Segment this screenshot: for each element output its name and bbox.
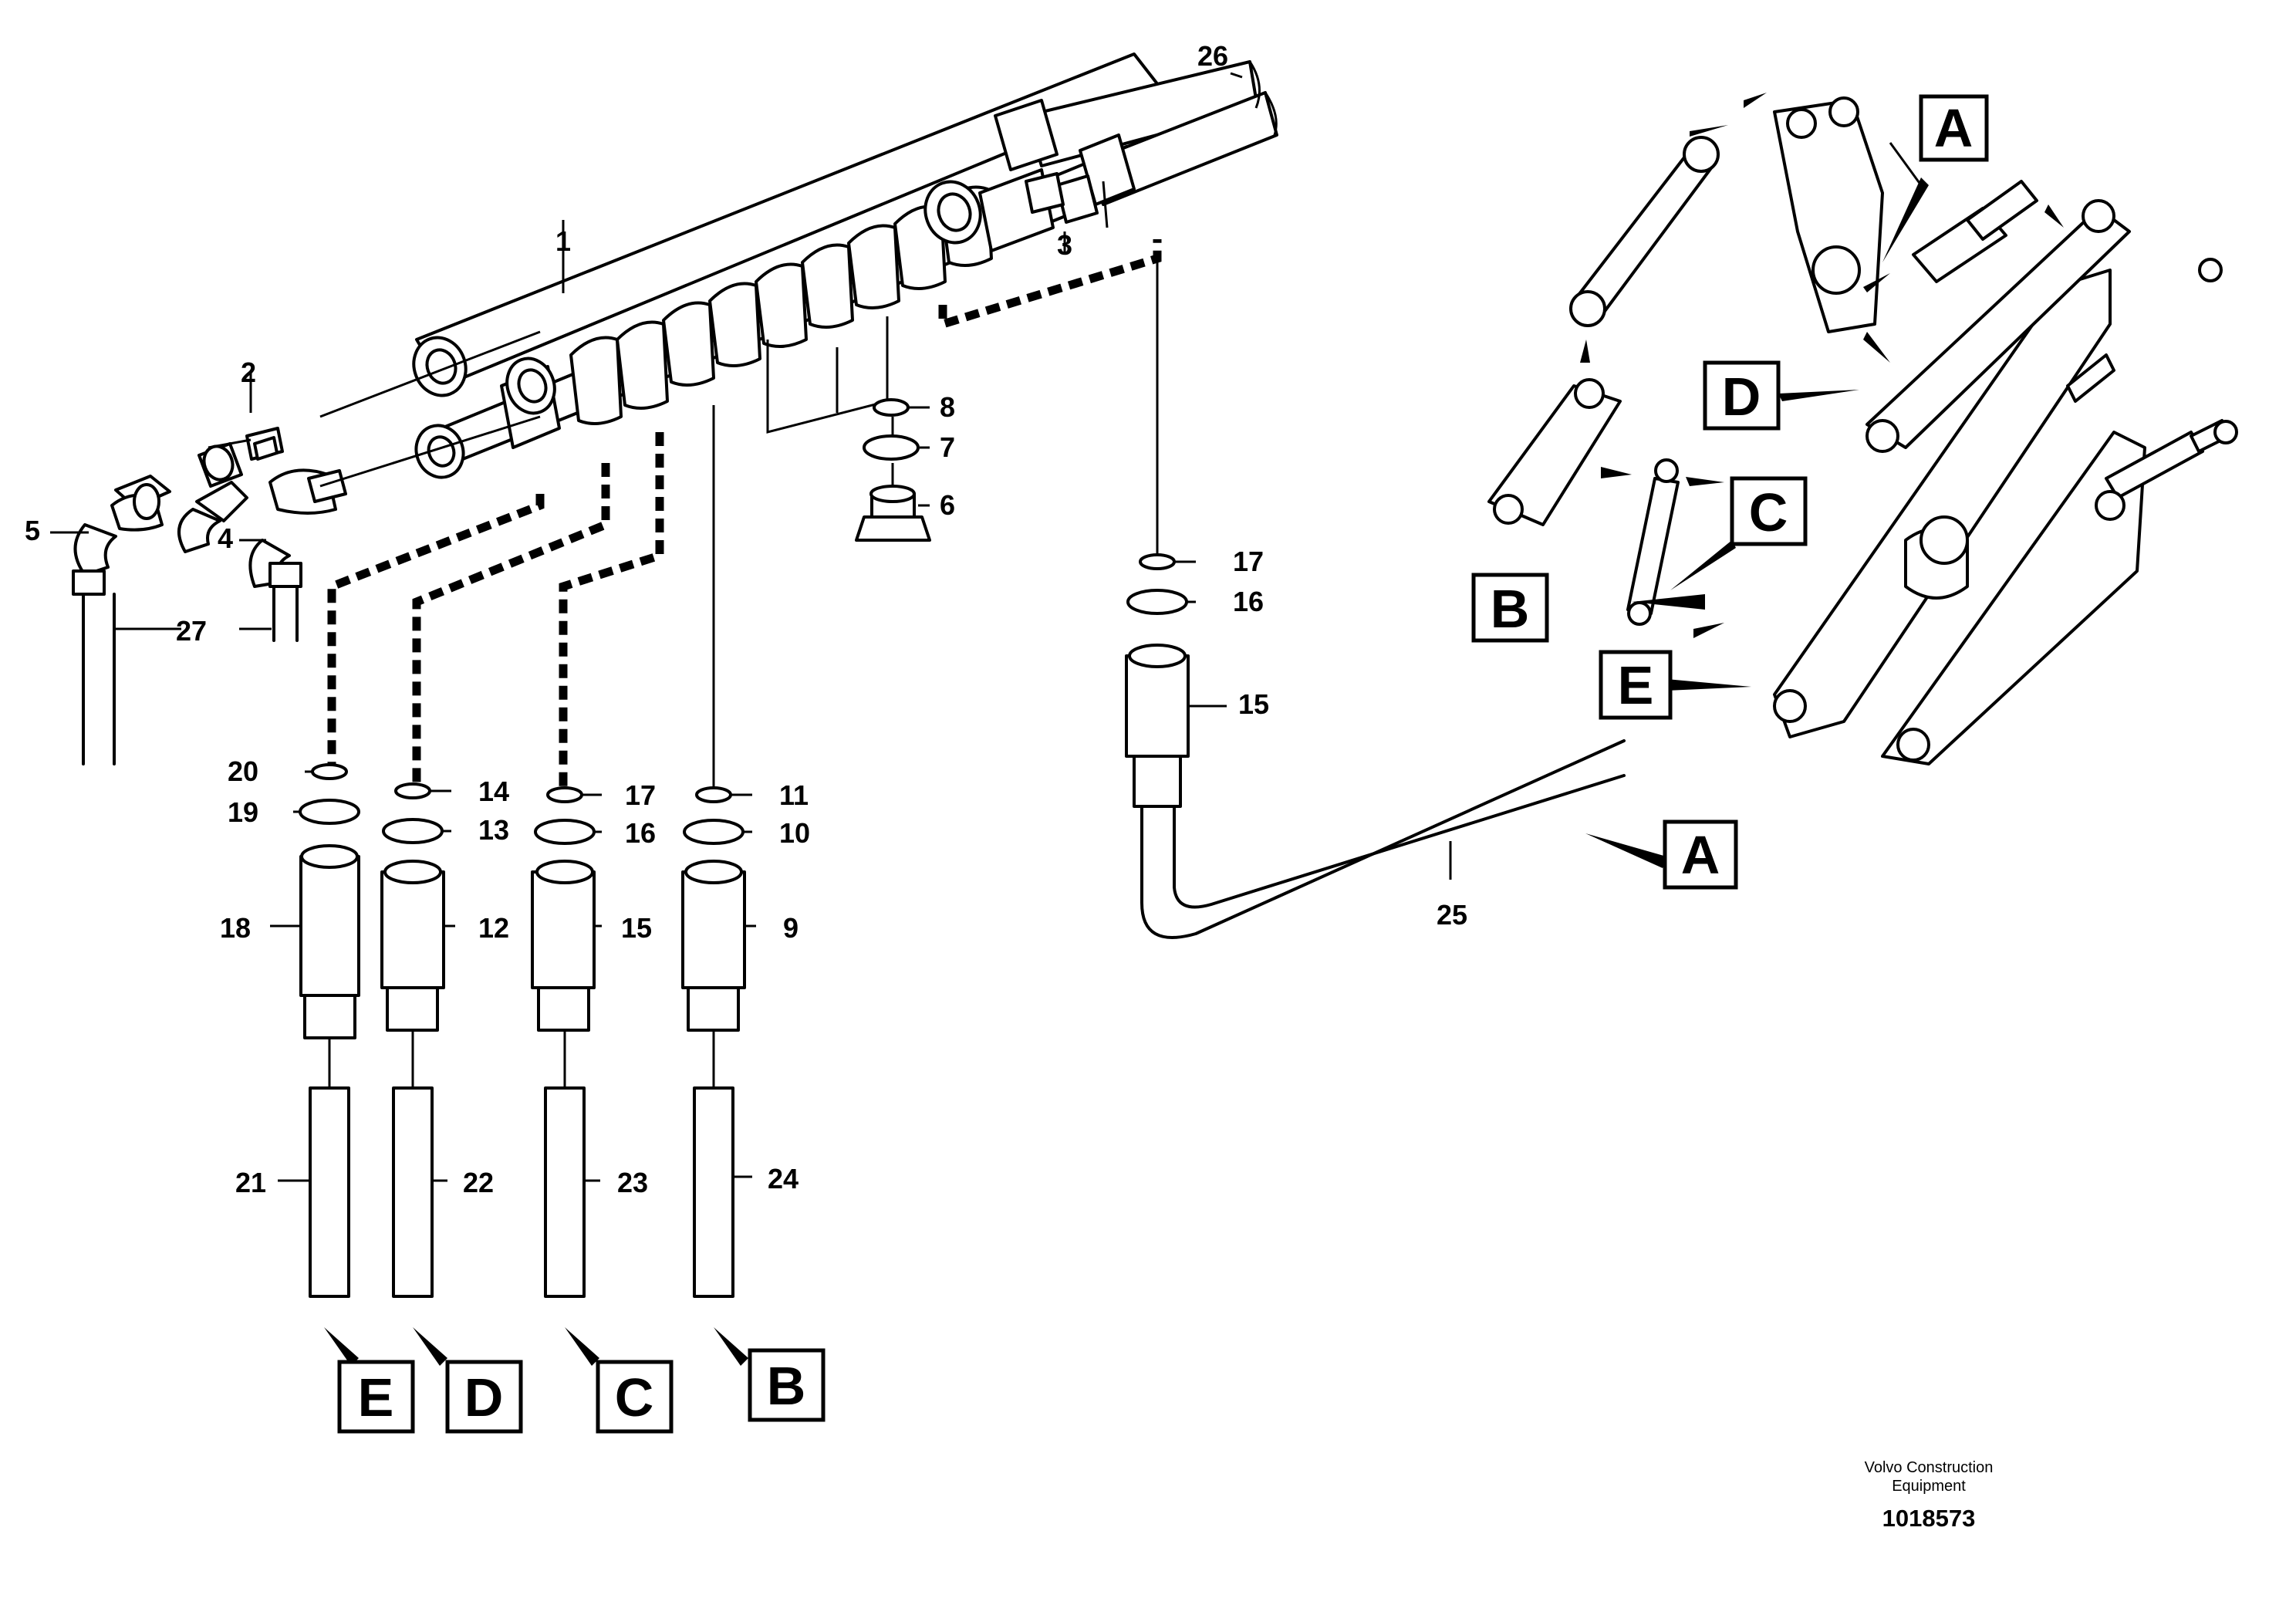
linkage-b-box [1471,573,1549,643]
callout-23: 23 [617,1167,648,1198]
callout-7: 7 [940,431,955,463]
hose-c-label: C [615,1367,654,1428]
callout-19: 19 [228,796,258,828]
linkage-e-label: E [1618,655,1654,715]
hose-b-label: B [767,1356,806,1416]
hose-e-label: E [358,1367,394,1428]
hose-assembly-d [380,782,445,1298]
callout-5: 5 [25,515,40,546]
drawing-number: 1018573 [1882,1505,1976,1532]
callout-15-hose: 15 [621,912,652,944]
distribution-tube [412,52,1163,479]
hose-e-box [337,1360,415,1434]
hose-b-box [748,1348,826,1422]
callout-2: 2 [241,357,256,388]
linkage-d-label: D [1722,367,1761,427]
linkage-e-box [1599,650,1673,720]
callout-13: 13 [478,814,509,846]
linkage-c-label: C [1749,482,1788,542]
callout-11: 11 [779,779,809,811]
hose-d-label: D [464,1367,504,1428]
plug-assembly [766,316,931,542]
linkage-d-box [1703,360,1781,431]
hose-end-fittings [994,60,1278,224]
linkage-a-label: A [1934,98,1974,158]
company-name-line2: Equipment [1892,1478,1966,1495]
callout-14: 14 [478,776,509,807]
callout-6: 6 [940,489,955,521]
callout-26: 26 [1197,40,1228,72]
callout-22: 22 [463,1167,494,1198]
pipe-a-label: A [1681,825,1720,885]
callout-16-hose: 16 [625,817,656,849]
callout-18: 18 [220,912,251,944]
linkage-c-box [1730,476,1808,546]
callout-17-pipe: 17 [1233,546,1264,577]
callout-27: 27 [176,615,207,647]
callout-9: 9 [783,912,799,944]
callout-15-pipe: 15 [1238,688,1269,720]
callout-24: 24 [768,1163,799,1195]
hose-assembly-c [531,786,596,1298]
loader-linkage [1487,96,2238,765]
callout-16-pipe: 16 [1233,586,1264,617]
callout-1: 1 [555,225,571,257]
pipe-assembly [1125,553,1626,939]
callout-20: 20 [228,755,258,787]
hose-assembly-e [299,763,360,1298]
callout-4: 4 [218,522,233,554]
callout-3: 3 [1057,229,1072,261]
linkage-a-box [1919,94,1989,162]
company-name: Volvo Construction [1865,1459,1994,1476]
left-fittings [72,427,347,765]
linkage-b-label: B [1491,579,1530,639]
hose-c-box [596,1360,674,1434]
hose-d-box [445,1360,523,1434]
callout-25: 25 [1437,899,1467,931]
callout-8: 8 [940,391,955,423]
pipe-a-box [1663,819,1738,890]
callout-12: 12 [478,912,509,944]
callout-17-hose: 17 [625,779,656,811]
callout-21: 21 [235,1167,266,1198]
hose-assembly-b [681,786,746,1298]
callout-10: 10 [779,817,810,849]
